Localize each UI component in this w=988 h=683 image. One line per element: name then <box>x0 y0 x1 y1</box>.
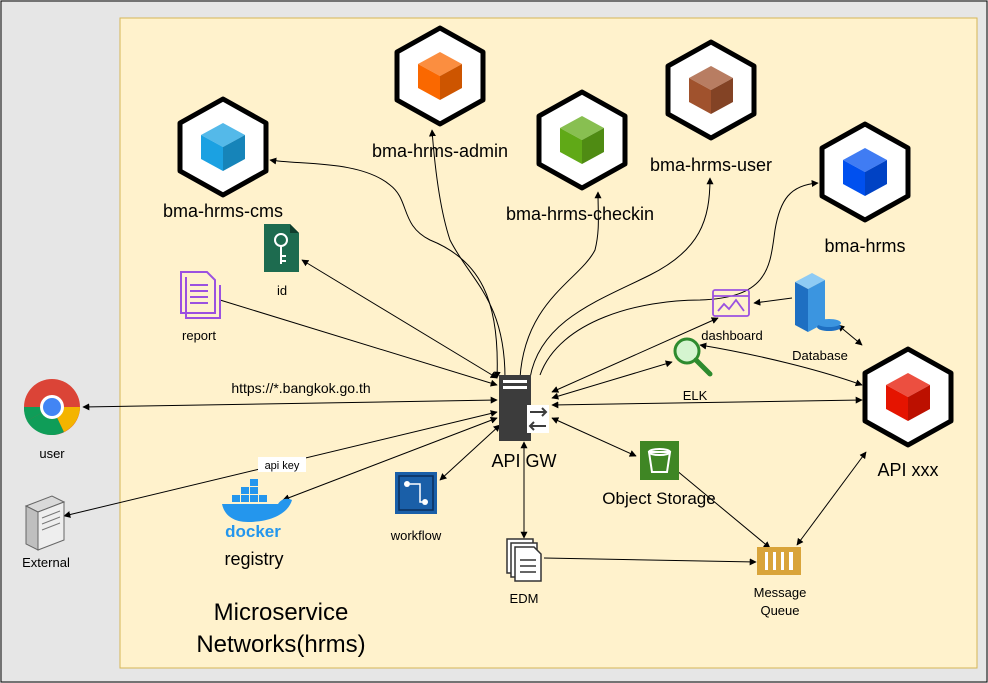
bucket-icon[interactable] <box>640 441 679 480</box>
user-label: user <box>39 446 65 461</box>
service-hrms-node[interactable] <box>819 121 911 223</box>
edge-db-apixxx <box>837 324 863 346</box>
edge-db-dashboard <box>753 297 793 306</box>
report-label: report <box>182 328 216 343</box>
service-user-label: bma-hrms-user <box>650 155 772 175</box>
api-gateway-label: API GW <box>491 451 556 471</box>
id-label: id <box>277 283 287 298</box>
service-hrms-label: bma-hrms <box>824 236 905 256</box>
api-key-label: api key <box>265 460 300 472</box>
chrome-browser-icon[interactable] <box>23 379 80 436</box>
search-icon[interactable] <box>673 337 713 377</box>
docker-wordmark: docker <box>225 522 281 541</box>
connections <box>63 129 867 566</box>
api-gateway-icon[interactable] <box>499 375 549 441</box>
mq-label-line1: Message <box>754 585 807 600</box>
edge-edm-mq <box>543 557 757 566</box>
dashboard-icon[interactable] <box>712 289 750 317</box>
service-checkin-node[interactable] <box>536 89 628 191</box>
edge-gw-user-browser <box>82 396 498 411</box>
docker-whale-icon <box>222 479 292 522</box>
edge-gw-checkin <box>519 191 602 379</box>
edge-gw-workflow <box>439 424 501 481</box>
service-cms-label: bma-hrms-cms <box>163 201 283 221</box>
edge-gw-storage <box>551 417 637 457</box>
domain-url-label: https://*.bangkok.go.th <box>231 380 370 396</box>
zone-title-line1: Microservice <box>214 599 349 626</box>
edge-gw-elk <box>551 360 673 400</box>
service-apixxx-label: API xxx <box>877 460 938 480</box>
edm-label: EDM <box>510 591 539 606</box>
database-icon[interactable] <box>795 273 841 332</box>
edge-elk-apixxx <box>699 342 863 387</box>
message-queue-icon[interactable] <box>757 547 801 575</box>
key-file-icon <box>264 224 299 272</box>
zone-title-line2: Networks(hrms) <box>196 631 365 658</box>
edge-gw-id <box>301 259 498 379</box>
service-admin-label: bma-hrms-admin <box>372 141 508 161</box>
object-storage-label: Object Storage <box>602 489 715 508</box>
database-label: Database <box>792 348 848 363</box>
edge-report-gw <box>219 299 498 387</box>
service-checkin-label: bma-hrms-checkin <box>506 204 654 224</box>
service-apixxx-node[interactable] <box>862 346 954 448</box>
document-stack-icon[interactable] <box>506 538 542 582</box>
server-icon[interactable] <box>24 495 66 551</box>
edge-gw-admin <box>428 129 506 379</box>
workflow-icon[interactable] <box>395 472 437 514</box>
registry-label: registry <box>224 549 283 569</box>
edge-storage-mq <box>675 469 771 549</box>
edge-gw-user <box>529 177 714 379</box>
external-label: External <box>22 555 70 570</box>
report-icon <box>180 271 221 319</box>
service-user-node[interactable] <box>665 39 757 141</box>
dashboard-label: dashboard <box>701 328 762 343</box>
service-cms-node[interactable] <box>177 96 269 198</box>
edge-mq-apixxx <box>796 451 867 546</box>
workflow-label: workflow <box>390 528 442 543</box>
edge-gw-apixxx <box>551 396 863 409</box>
elk-label: ELK <box>683 388 708 403</box>
mq-label-line2: Queue <box>760 603 799 618</box>
service-admin-node[interactable] <box>394 25 486 127</box>
